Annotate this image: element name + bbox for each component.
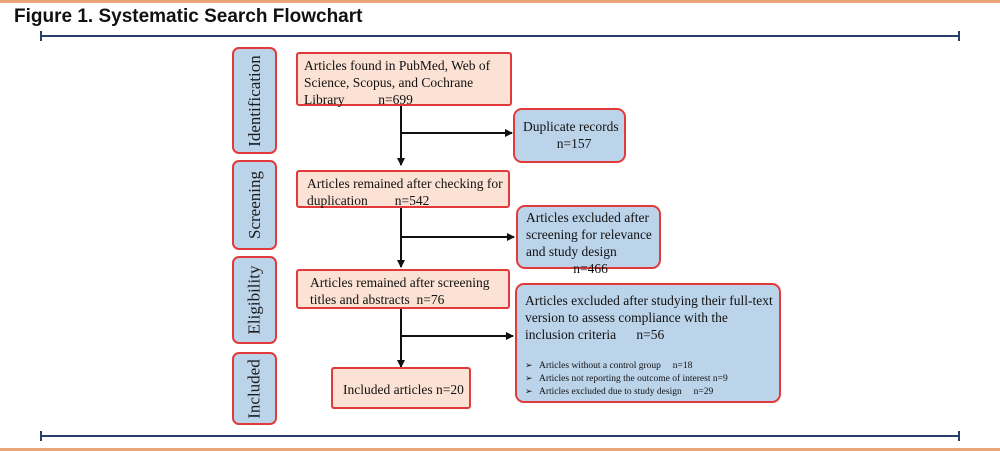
exclusion-reason-text: Articles excluded due to study design n=… <box>539 387 714 397</box>
arrowhead-bullet-icon: ➢ <box>525 373 533 383</box>
stage-included: Included <box>232 352 277 425</box>
bottom-rule <box>40 431 960 441</box>
exclusion-reason-list: ➢ Articles without a control group n=18 ➢… <box>525 359 771 398</box>
box-identified: Articles found in PubMed, Web of Science… <box>296 52 512 107</box>
exclusion-reason-text: Articles without a control group n=18 <box>539 361 693 371</box>
stage-screening: Screening <box>232 160 277 250</box>
stage-identification: Identification <box>232 47 277 154</box>
exclusion-reason-item: ➢ Articles excluded due to study design n… <box>525 385 771 398</box>
top-rule <box>40 31 960 41</box>
box-duplicates: Duplicate records n=157 <box>513 108 626 163</box>
arrowhead-bullet-icon: ➢ <box>525 360 533 370</box>
exclusion-reason-text: Articles not reporting the outcome of in… <box>539 374 728 384</box>
box-excluded-relevance: Articles excluded after screening for re… <box>516 205 661 276</box>
box-after-duplication: Articles remained after checking for dup… <box>296 170 510 208</box>
bottom-frame-border <box>0 448 1000 451</box>
exclusion-reason-item: ➢ Articles without a control group n=18 <box>525 359 771 372</box>
excluded-fulltext-heading: Articles excluded after studying their f… <box>525 293 773 342</box>
exclusion-reason-item: ➢ Articles not reporting the outcome of i… <box>525 372 771 385</box>
box-excluded-fulltext: Articles excluded after studying their f… <box>515 283 781 403</box>
stage-eligibility: Eligibility <box>232 256 277 344</box>
box-after-screening: Articles remained after screening titles… <box>296 269 510 309</box>
figure-title: Figure 1. Systematic Search Flowchart <box>14 6 363 27</box>
top-frame-border <box>0 0 1000 3</box>
arrowhead-bullet-icon: ➢ <box>525 386 533 396</box>
box-included: Included articles n=20 <box>331 367 471 409</box>
